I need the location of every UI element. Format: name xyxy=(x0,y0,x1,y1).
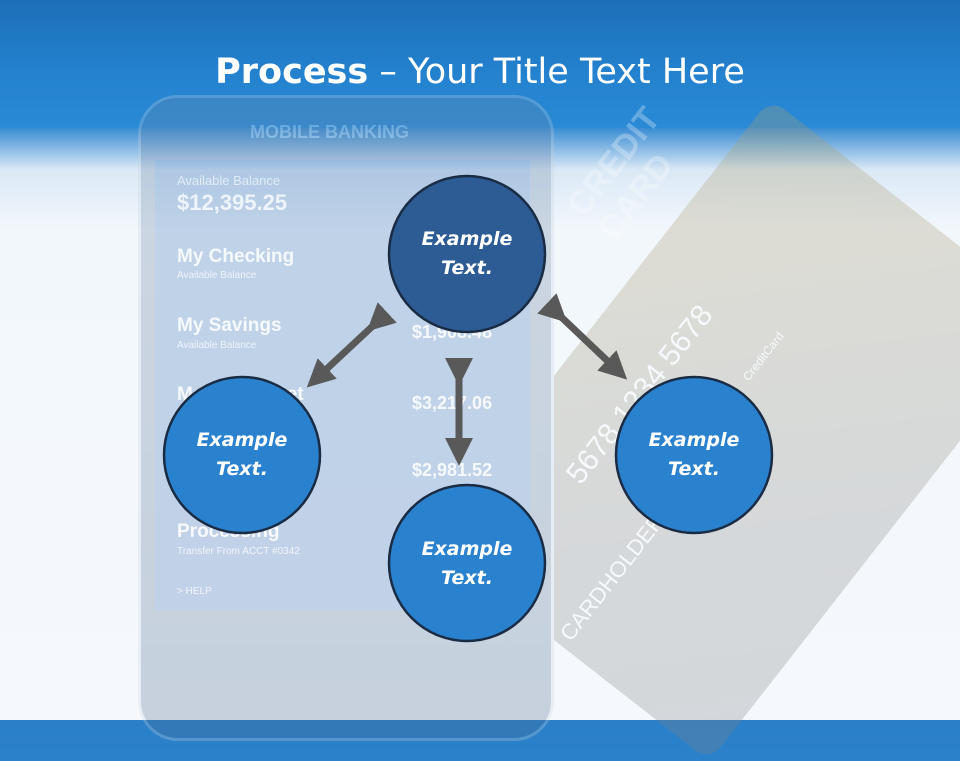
node-text-line1: Example xyxy=(648,429,740,451)
phone-row-sub: Available Balance xyxy=(177,270,257,281)
title-bold: Process xyxy=(215,52,369,92)
phone-row-title: My Checking xyxy=(177,246,295,267)
process-diagram xyxy=(162,174,774,643)
node-text-line1: Example xyxy=(421,538,513,560)
node-bottom xyxy=(387,483,547,643)
phone-balance-value: $12,395.25 xyxy=(177,190,288,215)
node-text-line2: Text. xyxy=(441,257,493,279)
node-text-line2: Text. xyxy=(668,458,720,480)
node-top-text: Example Text. xyxy=(387,225,547,283)
node-text-line1: Example xyxy=(421,228,513,250)
phone-row-sub: Transfer From ACCT #0342 xyxy=(177,546,300,557)
arrow-top-left xyxy=(306,302,397,388)
node-text-line2: Text. xyxy=(216,458,268,480)
node-text-line2: Text. xyxy=(441,567,493,589)
node-left-text: Example Text. xyxy=(162,426,322,484)
phone-help: > HELP xyxy=(177,586,212,597)
node-left xyxy=(162,375,322,535)
title-rest: – Your Title Text Here xyxy=(368,52,745,92)
phone-header: MOBILE BANKING xyxy=(250,122,409,142)
node-text-line1: Example xyxy=(196,429,288,451)
phone-row-sub: Available Balance xyxy=(177,340,257,351)
slide-title: Process – Your Title Text Here xyxy=(0,52,960,92)
node-bottom-text: Example Text. xyxy=(387,535,547,593)
phone-row-title: My Savings xyxy=(177,315,282,336)
node-right xyxy=(614,375,774,535)
node-right-text: Example Text. xyxy=(614,426,774,484)
node-top xyxy=(387,174,547,334)
arrow-top-right xyxy=(537,293,628,380)
phone-balance-label: Available Balance xyxy=(177,173,281,188)
